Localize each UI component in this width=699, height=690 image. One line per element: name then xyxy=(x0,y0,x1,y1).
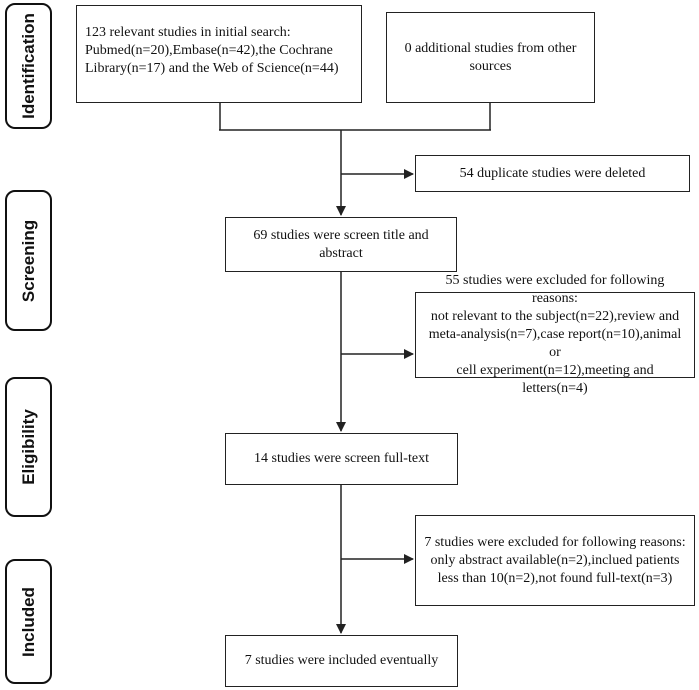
phase-label-eligibility: Eligibility xyxy=(5,377,52,517)
box-initial-search: 123 relevant studies in initial search: … xyxy=(76,5,362,103)
box-full-text: 14 studies were screen full-text xyxy=(225,433,458,485)
additional-sources-text: 0 additional studies from other sources xyxy=(404,40,577,74)
phase-text-identification: Identification xyxy=(18,13,38,119)
box-excluded-second: 7 studies were excluded for following re… xyxy=(415,515,695,606)
full-text-text: 14 studies were screen full-text xyxy=(254,451,429,466)
initial-search-text: 123 relevant studies in initial search: … xyxy=(85,25,339,76)
screen-title-text: 69 studies were screen title and abstrac… xyxy=(253,227,429,261)
box-excluded-first: 55 studies were excluded for following r… xyxy=(415,273,695,396)
phase-label-included: Included xyxy=(5,559,52,684)
excluded-second-text: 7 studies were excluded for following re… xyxy=(424,534,686,586)
phase-label-identification: Identification xyxy=(5,3,52,129)
phase-text-screening: Screening xyxy=(18,219,38,302)
box-screen-title-abstract: 69 studies were screen title and abstrac… xyxy=(225,217,457,272)
box-additional-sources: 0 additional studies from other sources xyxy=(386,12,595,103)
box-included: 7 studies were included eventually xyxy=(225,635,458,687)
excluded-first-text: 55 studies were excluded for following r… xyxy=(428,273,682,396)
phase-text-included: Included xyxy=(18,586,38,657)
included-text: 7 studies were included eventually xyxy=(244,653,439,668)
duplicates-text: 54 duplicate studies were deleted xyxy=(459,165,646,181)
phase-label-screening: Screening xyxy=(5,190,52,331)
box-duplicates-deleted: 54 duplicate studies were deleted xyxy=(415,155,690,192)
phase-text-eligibility: Eligibility xyxy=(18,409,38,485)
